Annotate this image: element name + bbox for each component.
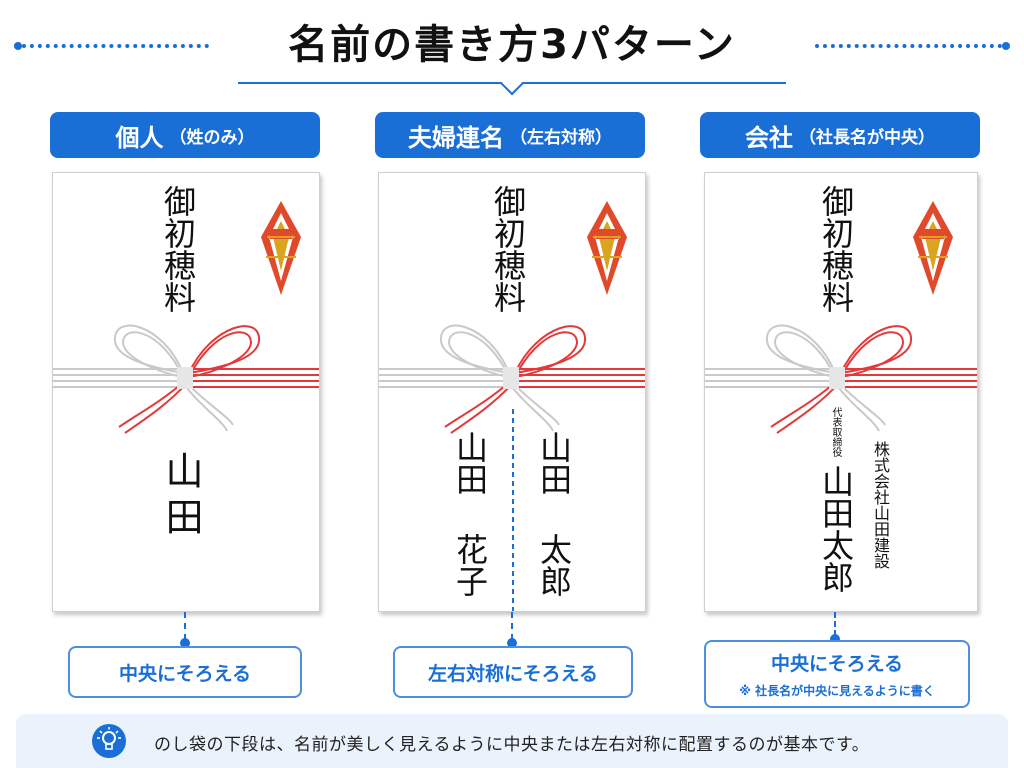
envelope-individual-top-text: 御初穂料 xyxy=(159,185,197,313)
note-individual: 中央にそろえる xyxy=(68,646,302,698)
guide-line-couple xyxy=(511,612,513,640)
envelope-couple-name-wife: 山田 花子 xyxy=(451,431,489,597)
title-dotted-line-right xyxy=(815,42,1010,50)
lightbulb-icon xyxy=(92,724,126,758)
envelope-company: 御初穂料 株式会社山田建設 代表取締役 山田太郎 xyxy=(704,172,978,612)
note-couple: 左右対称にそろえる xyxy=(393,646,633,698)
header-company: 会社 （社長名が中央） xyxy=(700,112,980,158)
envelope-company-role: 代表取締役 xyxy=(830,407,841,457)
envelope-company-decoration xyxy=(705,201,977,434)
noshi-icon xyxy=(261,201,301,295)
header-individual: 個人 （姓のみ） xyxy=(50,112,320,158)
guide-line-company xyxy=(834,612,836,636)
note-couple-main: 左右対称にそろえる xyxy=(427,662,599,685)
envelope-individual-decoration xyxy=(53,201,319,434)
noshi-icon xyxy=(913,201,953,295)
envelope-couple-decoration xyxy=(379,201,645,611)
envelope-couple: 御初穂料 山田 太郎 山田 花子 xyxy=(378,172,646,612)
title-area: 名前の書き方3パターン xyxy=(0,0,1024,100)
envelope-individual: 御初穂料 山田 xyxy=(52,172,320,612)
header-company-sub: （社長名が中央） xyxy=(799,127,935,148)
envelope-couple-name-husband: 山田 太郎 xyxy=(535,431,573,597)
mizuhiki-bow-icon xyxy=(705,324,977,434)
header-couple: 夫婦連名 （左右対称） xyxy=(375,112,645,158)
note-company: 中央にそろえる ※ 社長名が中央に見えるように書く xyxy=(704,640,970,708)
footer-bar: のし袋の下段は、名前が美しく見えるように中央または左右対称に配置するのが基本です… xyxy=(16,714,1008,768)
guide-dot-company xyxy=(830,634,840,644)
envelope-couple-top-text: 御初穂料 xyxy=(489,185,527,313)
page-title: 名前の書き方3パターン xyxy=(288,22,736,68)
envelope-individual-name: 山田 xyxy=(159,451,203,543)
guide-dot-couple xyxy=(507,638,517,648)
envelope-company-top-text: 御初穂料 xyxy=(817,185,855,313)
header-couple-sub: （左右対称） xyxy=(510,127,612,148)
mizuhiki-bow-icon xyxy=(53,324,319,434)
envelope-company-president-name: 山田太郎 xyxy=(817,465,855,593)
header-individual-main: 個人 xyxy=(115,123,164,152)
note-company-sub: ※ 社長名が中央に見えるように書く xyxy=(739,684,935,698)
note-individual-main: 中央にそろえる xyxy=(118,662,252,685)
header-company-main: 会社 xyxy=(745,123,793,152)
title-notch xyxy=(500,72,524,96)
footer-text: のし袋の下段は、名前が美しく見えるように中央または左右対称に配置するのが基本です… xyxy=(154,735,870,755)
noshi-icon xyxy=(587,201,627,295)
header-individual-sub: （姓のみ） xyxy=(169,127,255,148)
envelope-company-company-name: 株式会社山田建設 xyxy=(871,441,890,569)
mizuhiki-bow-icon xyxy=(379,324,645,434)
title-dotted-line-left xyxy=(14,42,209,50)
note-company-main: 中央にそろえる xyxy=(770,653,904,675)
header-couple-main: 夫婦連名 xyxy=(408,123,504,152)
guide-dot-individual xyxy=(180,638,190,648)
guide-line-individual xyxy=(184,612,186,640)
